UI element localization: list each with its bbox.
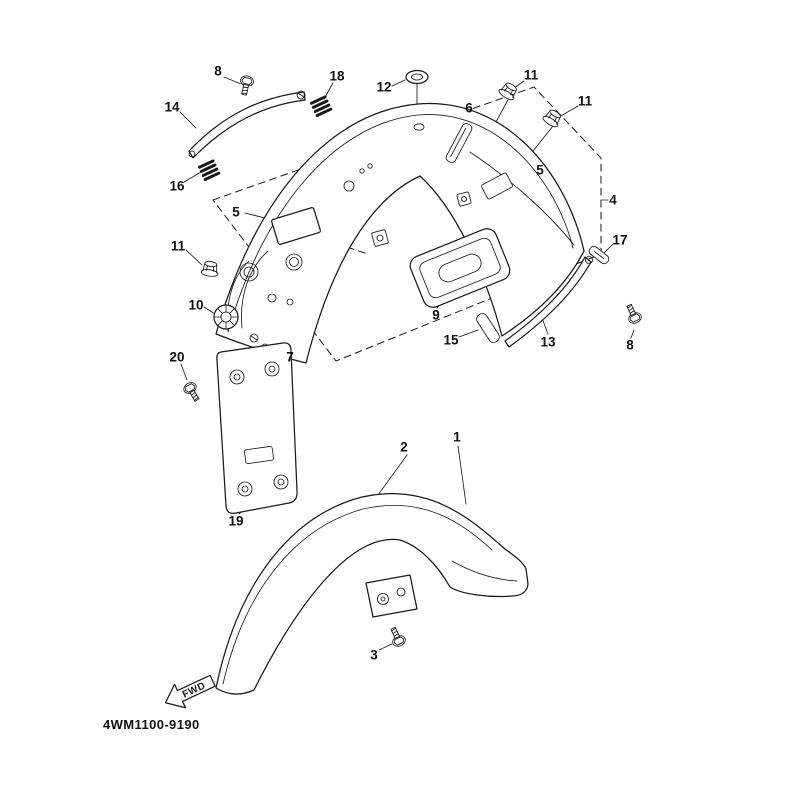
rail-end-bracket — [588, 245, 610, 265]
ribbed-damper-16 — [197, 159, 221, 182]
flange-bolt-8-top — [240, 75, 254, 96]
grommet — [200, 261, 219, 277]
dashed-assembly-box — [212, 86, 602, 362]
fwd-arrow: FWD — [164, 674, 216, 709]
ribbed-damper-18 — [309, 95, 333, 118]
oval-plug — [405, 69, 429, 85]
fender-stay-plate — [216, 342, 298, 514]
diagram-code: 4WM1100-9190 — [103, 717, 200, 732]
flange-bolt-8-right — [626, 303, 642, 324]
ribbed-cap — [213, 304, 239, 330]
fender-mount-hole — [456, 191, 472, 207]
spacer-strip — [476, 313, 500, 343]
fender-emblem-left — [271, 207, 321, 245]
grommet — [498, 82, 517, 101]
fender-emblem-right — [481, 172, 513, 200]
right-trim-rail — [504, 256, 593, 348]
front-fender — [215, 493, 529, 695]
fwd-arrow-label: FWD — [181, 680, 208, 700]
fender-stay-tab — [365, 574, 418, 618]
fender-trim-strip — [445, 123, 473, 163]
rear-fender — [215, 102, 585, 364]
fender-mount-hole — [371, 229, 389, 247]
reflector-bracket — [409, 228, 511, 308]
flange-bolt-3 — [390, 626, 406, 647]
flange-bolt-20 — [183, 382, 200, 402]
grommet — [542, 109, 561, 128]
left-trim-rail — [188, 90, 306, 159]
